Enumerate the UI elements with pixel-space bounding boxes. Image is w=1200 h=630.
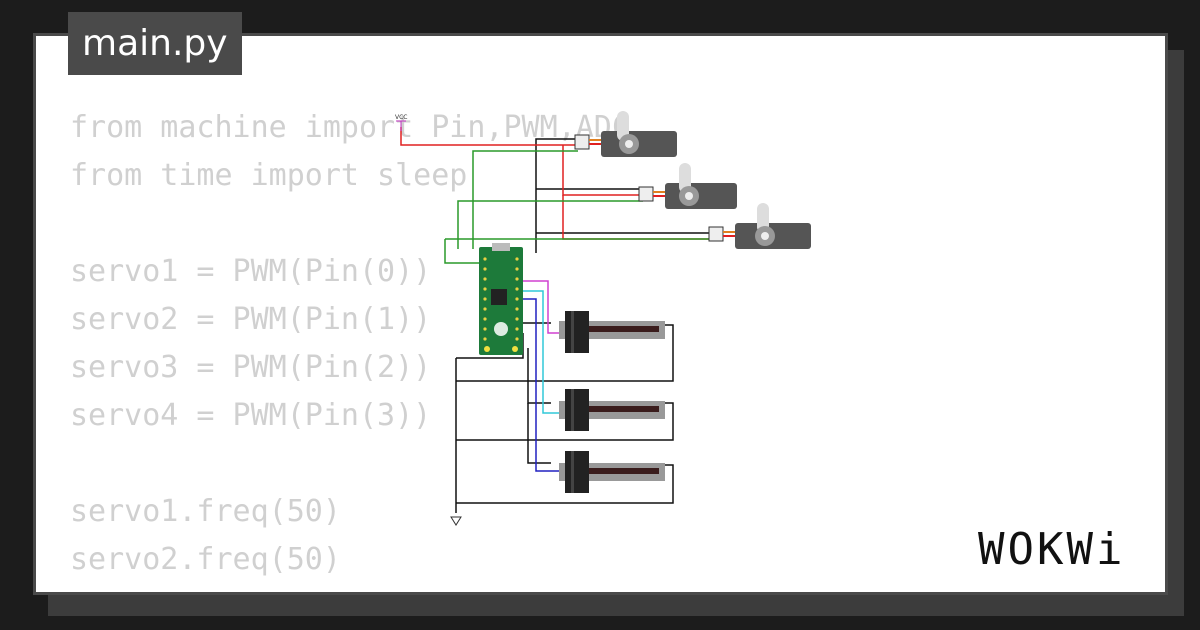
magenta-wire bbox=[523, 280, 563, 334]
slide-potentiometer bbox=[559, 389, 665, 431]
slide-potentiometer bbox=[559, 451, 665, 493]
cyan-wire bbox=[523, 290, 563, 414]
code-line: servo4 = PWM(Pin(3)) bbox=[70, 398, 432, 433]
code-line: servo3 = PWM(Pin(2)) bbox=[70, 350, 432, 385]
ground-symbol bbox=[450, 516, 462, 526]
code-line: servo2.freq(50) bbox=[70, 542, 341, 577]
servo-motor bbox=[708, 203, 811, 249]
circuit-diagram: VCC bbox=[395, 111, 811, 526]
code-line: servo1.freq(50) bbox=[70, 494, 341, 529]
servo-motor bbox=[638, 163, 737, 209]
slide-potentiometer bbox=[559, 311, 665, 353]
brand-label: WOKWi bbox=[978, 524, 1126, 575]
wokwi-logo: WOKWi bbox=[978, 524, 1125, 575]
servo-motor bbox=[574, 111, 677, 157]
vcc-symbol: VCC bbox=[395, 114, 407, 131]
blue-wire bbox=[523, 298, 563, 472]
signal-wires bbox=[444, 150, 713, 264]
ground-wires bbox=[455, 138, 713, 513]
code-line: servo3.freq(50) bbox=[70, 584, 630, 592]
code-line: servo1 = PWM(Pin(0)) bbox=[70, 254, 432, 289]
code-line: from time import sleep bbox=[70, 158, 468, 193]
vcc-label: VCC bbox=[395, 114, 407, 121]
pico-board bbox=[479, 243, 523, 355]
file-tab: main.py bbox=[68, 12, 242, 75]
code-line: servo2 = PWM(Pin(1)) bbox=[70, 302, 432, 337]
